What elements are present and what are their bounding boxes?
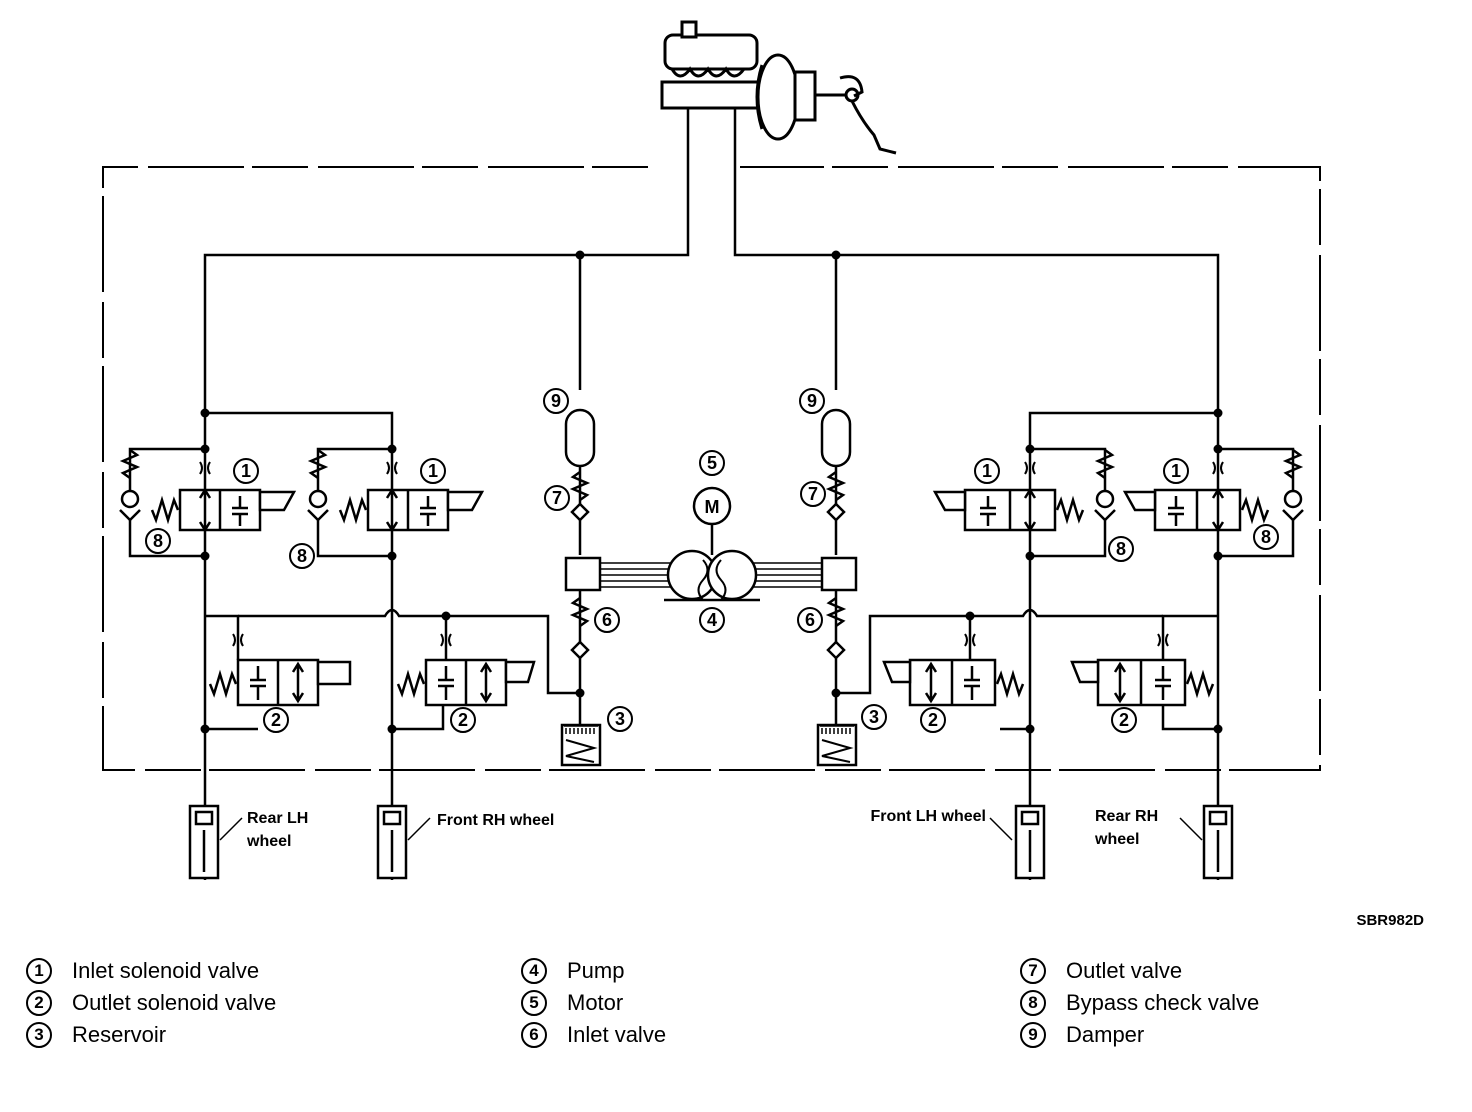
rear-rh-wheel-label-line2: wheel bbox=[1094, 831, 1139, 848]
legend-item: 1 Inlet solenoid valve bbox=[26, 955, 276, 987]
legend-label: Motor bbox=[567, 990, 624, 1015]
legend-item: 7 Outlet valve bbox=[1020, 955, 1259, 987]
rear-lh-wheel-label-line2: wheel bbox=[246, 833, 291, 850]
legend-label: Inlet solenoid valve bbox=[72, 958, 260, 983]
frame-lines bbox=[102, 166, 1321, 771]
wheel-cylinders bbox=[188, 804, 1234, 880]
reservoirs bbox=[560, 723, 858, 767]
callout-9-left: 9 bbox=[551, 391, 561, 411]
front-rh-wheel-label: Front RH wheel bbox=[437, 812, 554, 829]
legend-item: 6 Inlet valve bbox=[521, 1019, 666, 1051]
callout-8-rear-lh: 8 bbox=[153, 531, 163, 551]
legend-col-3: 7 Outlet valve 8 Bypass check valve 9 Dampe… bbox=[1020, 955, 1259, 1051]
dampers bbox=[564, 408, 852, 468]
callout-8-rear-rh: 8 bbox=[1261, 527, 1271, 547]
callout-5-motor: 5 bbox=[707, 453, 717, 473]
callout-3-right: 3 bbox=[869, 707, 879, 727]
legend-label: Outlet solenoid valve bbox=[72, 990, 277, 1015]
callout-circles bbox=[145, 388, 1279, 733]
abs-hydraulic-circuit-diagram: 1 1 1 1 8 8 8 8 2 2 2 2 3 3 6 6 7 7 9 9 … bbox=[102, 20, 1424, 929]
legend-item: 5 Motor bbox=[521, 987, 666, 1019]
legend-col-2: 4 Pump 5 Motor 6 Inlet valve bbox=[521, 955, 666, 1051]
callout-3-left: 3 bbox=[615, 709, 625, 729]
callout-1-rear-rh: 1 bbox=[1171, 461, 1181, 481]
callout-1-rear-lh: 1 bbox=[241, 461, 251, 481]
legend-col-1: 1 Inlet solenoid valve 2 Outlet solenoid v… bbox=[26, 955, 276, 1051]
callout-6-right: 6 bbox=[805, 610, 815, 630]
callout-8-front-rh: 8 bbox=[297, 546, 307, 566]
pump-check-valves bbox=[569, 470, 847, 660]
legend-item: 9 Damper bbox=[1020, 1019, 1259, 1051]
legend-number: 2 bbox=[26, 990, 52, 1016]
master-cylinder-booster bbox=[660, 20, 897, 155]
legend-item: 8 Bypass check valve bbox=[1020, 987, 1259, 1019]
callout-4-pump: 4 bbox=[707, 610, 717, 630]
legend-number: 8 bbox=[1020, 990, 1046, 1016]
junction-dots bbox=[200, 250, 1223, 734]
legend-number: 7 bbox=[1020, 958, 1046, 984]
outlet-solenoid-valves bbox=[208, 658, 1215, 707]
wheel-leaders bbox=[219, 817, 1203, 841]
legend-number: 5 bbox=[521, 990, 547, 1016]
callout-9-right: 9 bbox=[807, 391, 817, 411]
legend-label: Pump bbox=[567, 958, 625, 983]
front-lh-wheel-label: Front LH wheel bbox=[870, 808, 986, 825]
pump-motor bbox=[564, 486, 858, 602]
inlet-solenoid-valves bbox=[150, 487, 1270, 533]
callout-2-front-lh: 2 bbox=[928, 710, 938, 730]
callout-1-front-lh: 1 bbox=[982, 461, 992, 481]
callout-2-rear-lh: 2 bbox=[271, 710, 281, 730]
wheel-labels: Rear LH wheel Front RH wheel Front LH wh… bbox=[246, 808, 1158, 850]
motor-symbol: M bbox=[705, 497, 720, 517]
legend-number: 1 bbox=[26, 958, 52, 984]
callout-1-front-rh: 1 bbox=[428, 461, 438, 481]
legend-label: Inlet valve bbox=[567, 1022, 667, 1047]
callout-2-front-rh: 2 bbox=[458, 710, 468, 730]
callout-8-front-lh: 8 bbox=[1116, 539, 1126, 559]
legend-number: 4 bbox=[521, 958, 547, 984]
callout-2-rear-rh: 2 bbox=[1119, 710, 1129, 730]
legend-number: 9 bbox=[1020, 1022, 1046, 1048]
rear-lh-wheel-label-line1: Rear LH bbox=[247, 810, 308, 827]
legend-label: Reservoir bbox=[72, 1022, 167, 1047]
legend-number: 6 bbox=[521, 1022, 547, 1048]
legend-item: 4 Pump bbox=[521, 955, 666, 987]
callout-numbers: 1 1 1 1 8 8 8 8 2 2 2 2 3 3 6 6 7 7 9 9 … bbox=[153, 391, 1271, 730]
callout-6-left: 6 bbox=[602, 610, 612, 630]
legend-label: Bypass check valve bbox=[1066, 990, 1260, 1015]
legend-number: 3 bbox=[26, 1022, 52, 1048]
figure-code: SBR982D bbox=[1356, 912, 1424, 929]
legend-label: Outlet valve bbox=[1066, 958, 1183, 983]
rear-rh-wheel-label-line1: Rear RH bbox=[1095, 808, 1158, 825]
callout-7-right: 7 bbox=[808, 484, 818, 504]
restrictors bbox=[199, 461, 1224, 647]
legend-item: 2 Outlet solenoid valve bbox=[26, 987, 276, 1019]
hydraulic-lines bbox=[128, 108, 1295, 880]
bypass-check-valves bbox=[119, 448, 1304, 522]
legend-item: 3 Reservoir bbox=[26, 1019, 276, 1051]
legend-label: Damper bbox=[1066, 1022, 1145, 1047]
callout-7-left: 7 bbox=[552, 488, 562, 508]
